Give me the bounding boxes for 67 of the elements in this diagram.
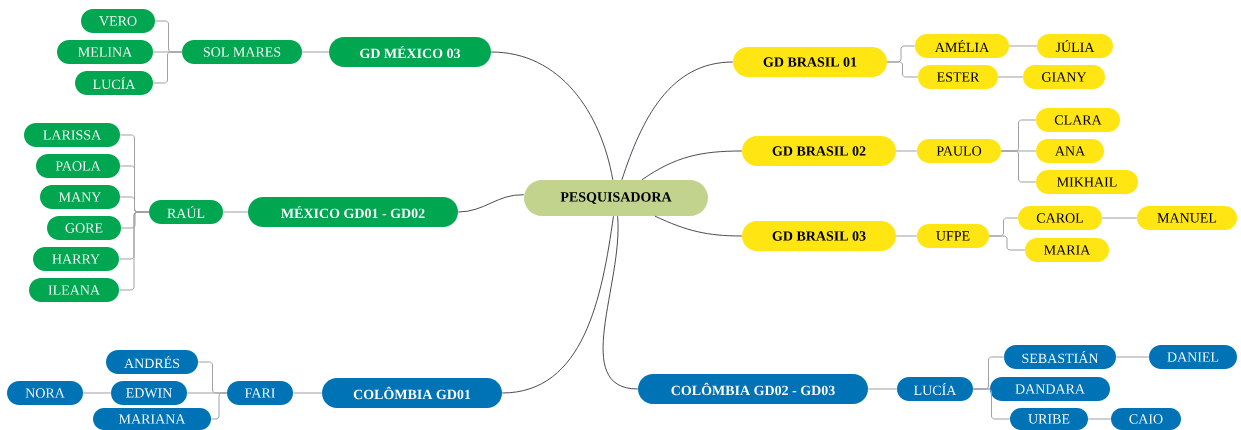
topic-box: DANIEL: [1149, 345, 1237, 369]
topic-box: LARISSA: [24, 123, 120, 147]
topic-box: JÚLIA: [1037, 34, 1113, 58]
connector-line: [1101, 217, 1138, 219]
topic-box: CLARA: [1036, 108, 1120, 132]
connector-line: [1008, 45, 1038, 47]
connector-line: [1087, 418, 1112, 420]
branch-box: GD BRASIL 02: [742, 136, 896, 166]
connector-line: [886, 61, 919, 78]
topic-box: MIKHAIL: [1036, 170, 1138, 194]
topic-box: DANDARA: [990, 377, 1110, 401]
connector-line: [501, 215, 614, 394]
connector-line: [602, 215, 639, 390]
connector-line: [997, 76, 1024, 78]
topic-box: MELINA: [57, 40, 153, 64]
connector-line: [301, 51, 330, 53]
branch-box: COLÔMBIA GD02 - GD03: [638, 374, 868, 404]
branch-box: GD BRASIL 03: [742, 221, 896, 251]
topic-box: SOL MARES: [182, 40, 302, 64]
branch-box: COLÔMBIA GD01: [322, 378, 502, 408]
topic-box: RAÚL: [149, 200, 223, 224]
topic-box: ANDRÉS: [106, 350, 198, 374]
topic-box: MARIANA: [93, 408, 211, 430]
connector-line: [895, 235, 918, 237]
connector-line: [972, 388, 1011, 420]
topic-box: GIANY: [1023, 65, 1105, 89]
topic-box: PAULO: [917, 139, 1001, 163]
topic-box: EDWIN: [111, 381, 187, 405]
connector-line: [490, 51, 614, 181]
branch-box: GD BRASIL 01: [733, 47, 887, 77]
topic-box: ANA: [1036, 139, 1104, 163]
connector-line: [118, 211, 150, 291]
topic-box: AMÉLIA: [915, 34, 1009, 58]
connector-line: [895, 150, 918, 152]
connector-line: [641, 150, 743, 181]
connector-line: [654, 215, 743, 237]
topic-box: HARRY: [33, 247, 119, 271]
topic-box: MANY: [40, 185, 120, 209]
topic-box: URIBE: [1010, 408, 1088, 430]
topic-box: ILEANA: [29, 278, 119, 302]
connector-line: [210, 392, 228, 420]
topic-box: GORE: [47, 216, 121, 240]
topic-box: NORA: [7, 381, 83, 405]
connector-line: [1000, 150, 1037, 183]
topic-box: UFPE: [917, 224, 989, 248]
connector-line: [82, 392, 112, 394]
branch-box: GD MÉXICO 03: [329, 37, 491, 67]
topic-box: ESTER: [918, 65, 998, 89]
topic-box: MARIA: [1025, 238, 1109, 262]
topic-box: CAIO: [1111, 408, 1181, 430]
topic-box: VERO: [81, 9, 155, 33]
branch-box: MÉXICO GD01 - GD02: [248, 197, 458, 227]
topic-box: MANUEL: [1137, 206, 1237, 230]
connector-line: [222, 211, 249, 213]
topic-box: CAROL: [1018, 206, 1102, 230]
topic-box: LUCÍA: [75, 71, 153, 95]
connector-line: [621, 61, 734, 181]
connector-line: [1115, 356, 1150, 358]
connector-line: [867, 388, 898, 390]
topic-box: PAOLA: [36, 154, 120, 178]
topic-box: SEBASTIÁN: [1004, 345, 1116, 369]
topic-box: LUCÍA: [897, 377, 973, 401]
connector-line: [457, 194, 525, 213]
connector-line: [988, 235, 1026, 251]
central-topic: PESQUISADORA: [524, 180, 708, 216]
connector-line: [292, 392, 323, 394]
topic-box: FARI: [227, 381, 293, 405]
